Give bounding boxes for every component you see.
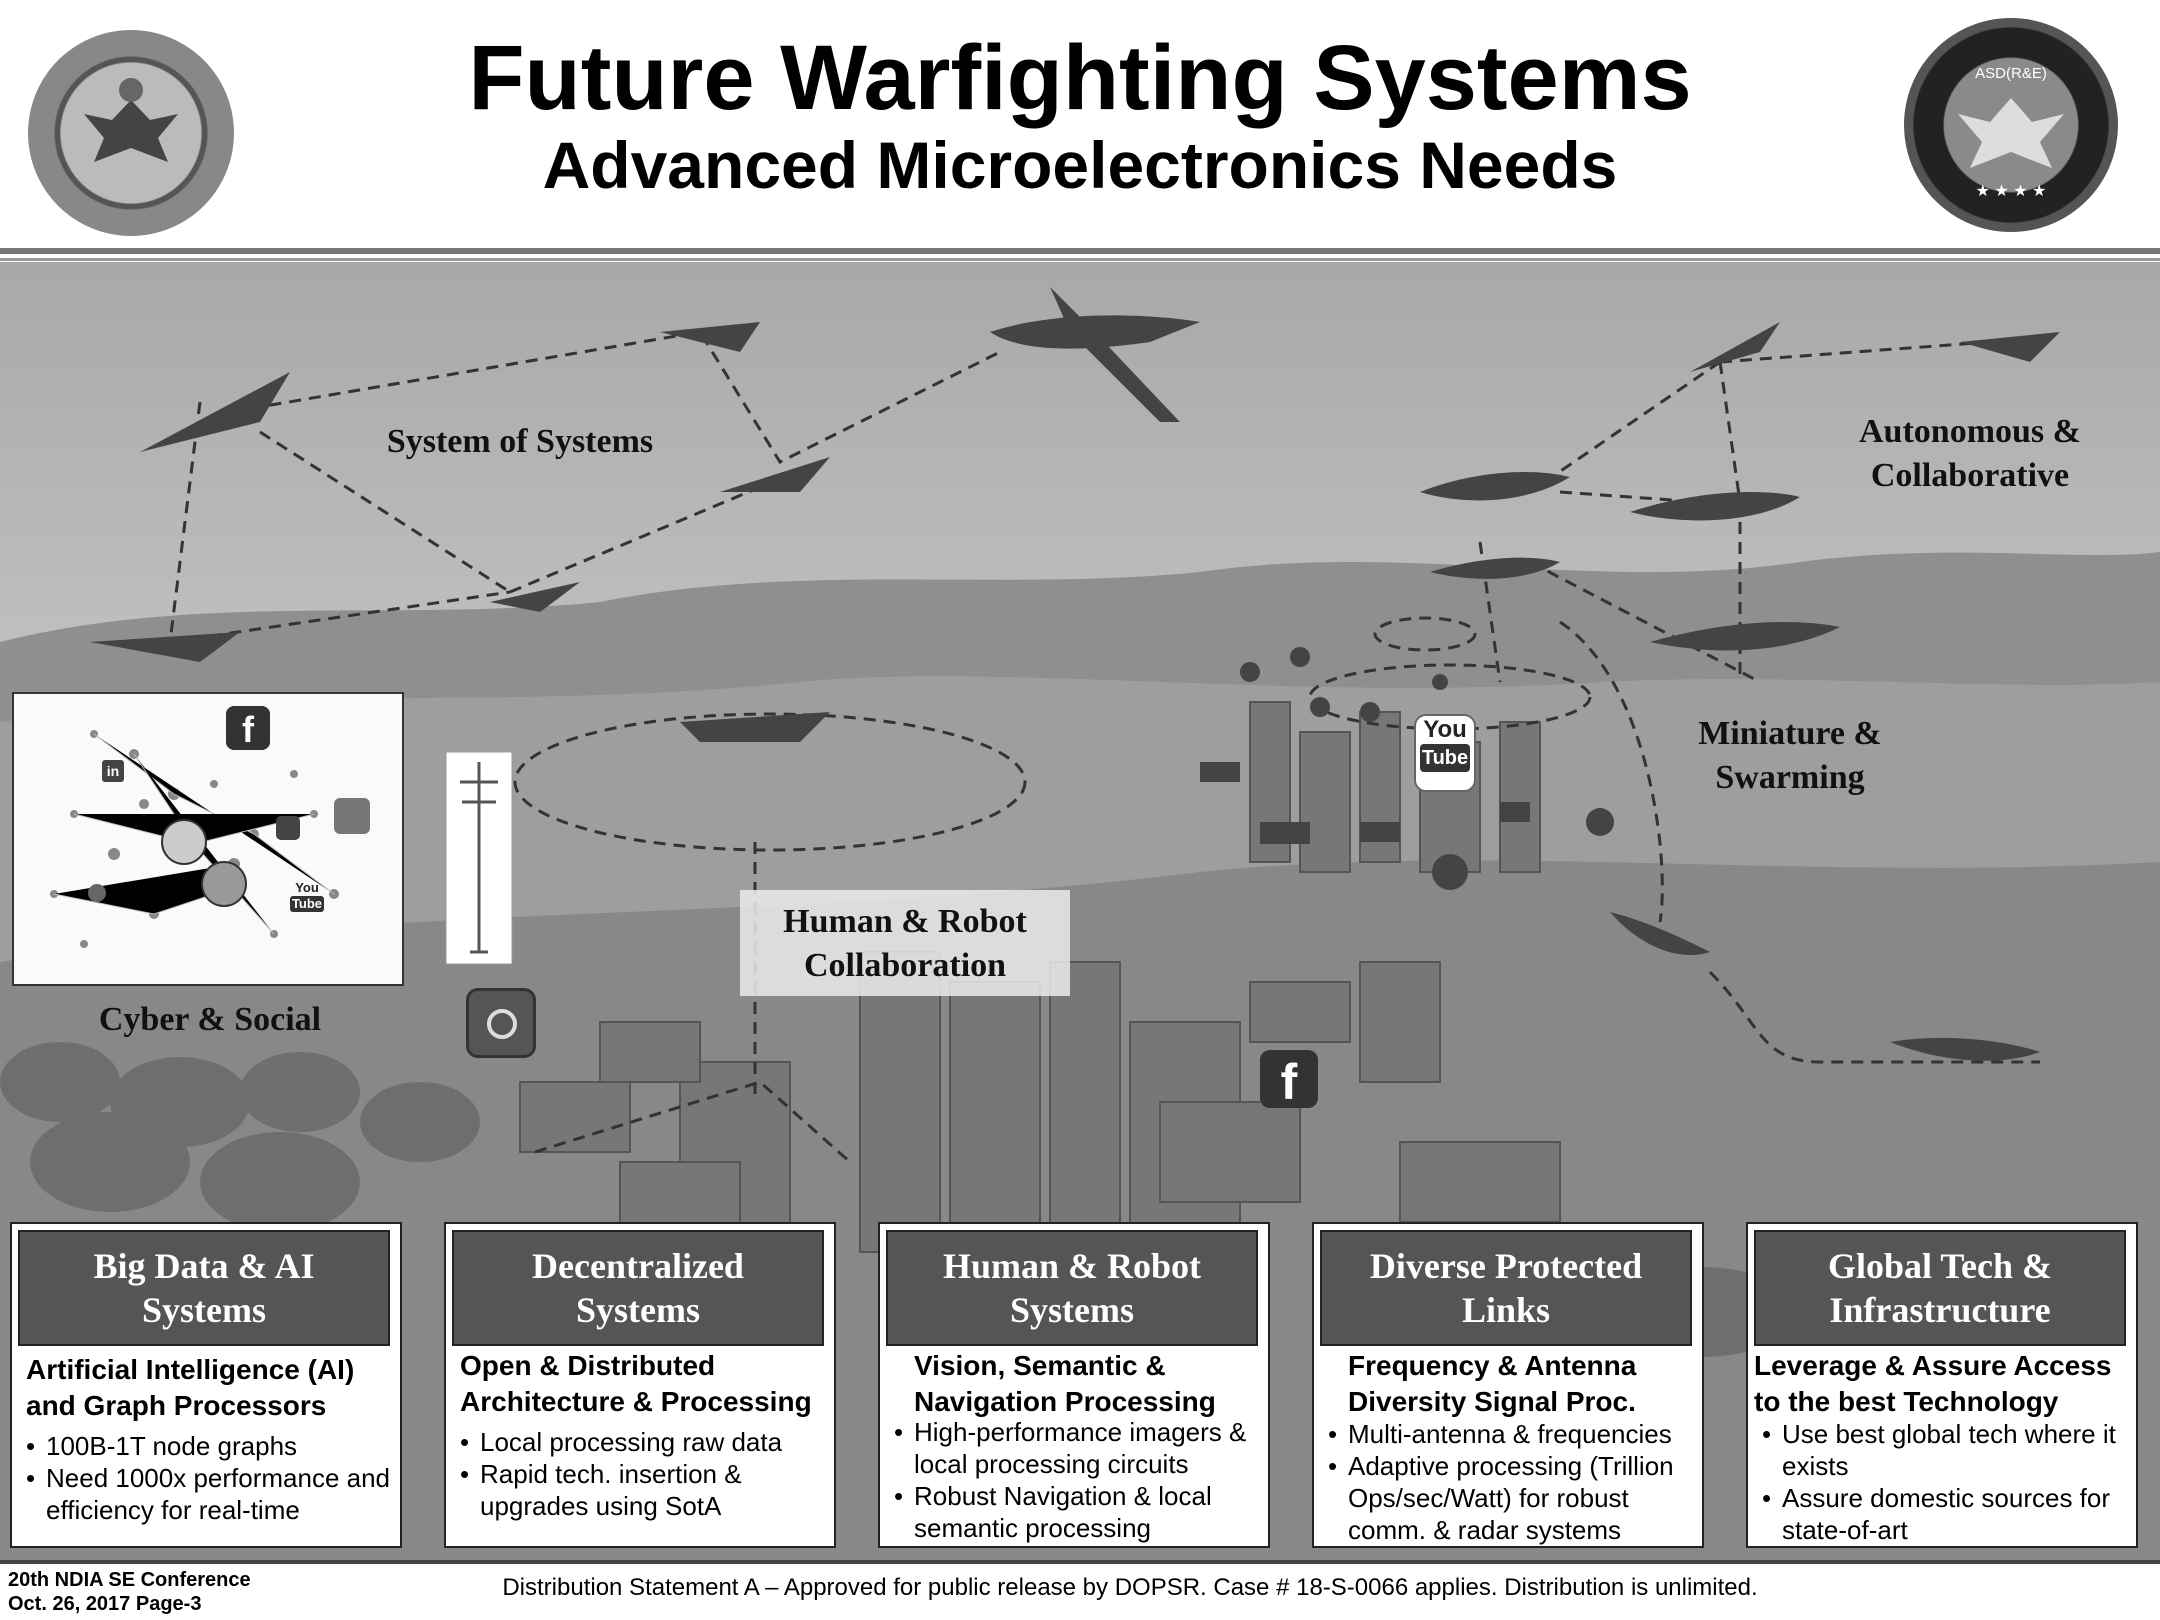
label-autonomous-line1: Autonomous &: [1859, 413, 2081, 450]
bullet: Adaptive processing (Trillion Ops/sec/Wa…: [1324, 1450, 1698, 1546]
box-header-line2: Systems: [142, 1290, 266, 1330]
bullet: Multi-antenna & frequencies: [1324, 1418, 1698, 1450]
social-network-graph: f in You Tube: [12, 692, 404, 986]
box-bullets: Multi-antenna & frequencies Adaptive pro…: [1324, 1418, 1698, 1546]
youtube-you: You: [1423, 716, 1467, 743]
footer-conference-name: 20th NDIA SE Conference: [8, 1569, 251, 1591]
footer-date-page: Oct. 26, 2017 Page-3: [8, 1593, 202, 1615]
instagram-icon: [466, 988, 536, 1058]
label-miniature-line1: Miniature &: [1698, 715, 1882, 752]
box-header-line2: Systems: [1010, 1290, 1134, 1330]
svg-text:★ ★ ★ ★: ★ ★ ★ ★: [1976, 183, 2047, 200]
dod-seal: [28, 30, 234, 236]
box-header-line1: Big Data & AI: [93, 1246, 315, 1286]
bullet: 100B-1T node graphs: [22, 1430, 396, 1462]
box-heading: Vision, Semantic &Navigation Processing: [914, 1350, 1216, 1417]
asd-re-seal-text: ASD(R&E): [1975, 65, 2047, 82]
box-header-line2: Systems: [576, 1290, 700, 1330]
box-header-line1: Diverse Protected: [1369, 1246, 1643, 1286]
bullet: Robust Navigation & local semantic proce…: [890, 1480, 1264, 1544]
facebook-icon: f: [1260, 1050, 1318, 1110]
label-human-robot-line2: Collaboration: [803, 947, 1007, 984]
youtube-tube: Tube: [1420, 744, 1470, 772]
label-autonomous: Autonomous & Collaborative: [1800, 410, 2140, 498]
youtube-icon: You Tube: [1414, 714, 1476, 792]
label-miniature-line2: Swarming: [1715, 759, 1865, 796]
footer-conference: 20th NDIA SE Conference Oct. 26, 2017 Pa…: [8, 1568, 251, 1616]
facebook-icon: f: [226, 706, 270, 750]
box-bullets: Use best global tech where it exists Ass…: [1758, 1418, 2132, 1546]
bullet: Use best global tech where it exists: [1758, 1418, 2132, 1482]
bullet: Local processing raw data: [456, 1426, 830, 1458]
header-divider-thin: [0, 258, 2160, 261]
bullet: Assure domestic sources for state-of-art: [1758, 1482, 2132, 1546]
header-divider: [0, 248, 2160, 254]
box-bullets: Local processing raw data Rapid tech. in…: [456, 1426, 830, 1522]
linkedin-icon: in: [102, 760, 124, 782]
box-header-line2: Infrastructure: [1829, 1290, 2051, 1330]
youtube-you: You: [295, 880, 319, 895]
label-miniature: Miniature & Swarming: [1640, 712, 1940, 800]
label-human-robot-line1: Human & Robot: [783, 903, 1027, 940]
bullet: Rapid tech. insertion & upgrades using S…: [456, 1458, 830, 1522]
box-heading: Artificial Intelligence (AI)and Graph Pr…: [26, 1354, 355, 1421]
rss-icon: [88, 884, 106, 902]
asd-re-seal: ASD(R&E) ★ ★ ★ ★: [1904, 18, 2118, 232]
avatar: [201, 861, 247, 907]
label-system-of-systems: System of Systems: [386, 423, 654, 460]
label-human-robot-bg: [740, 890, 1070, 996]
box-header-line1: Global Tech &: [1827, 1246, 2053, 1286]
box-header-line1: Human & Robot: [942, 1246, 1202, 1286]
footer-distribution-statement: Distribution Statement A – Approved for …: [502, 1574, 1758, 1601]
youtube-icon: You Tube: [290, 880, 324, 920]
page-subtitle: Advanced Microelectronics Needs: [542, 128, 1618, 202]
scene-illustration: [0, 262, 2160, 1562]
box-header-line1: Decentralized: [532, 1246, 744, 1286]
box-header-line2: Links: [1461, 1290, 1551, 1330]
capability-box-global-tech: Global Tech &Infrastructure Leverage & A…: [1746, 1222, 2138, 1548]
footer-divider: [0, 1560, 2160, 1564]
bullet: High-performance imagers & local process…: [890, 1416, 1264, 1480]
youtube-tube: Tube: [290, 896, 324, 912]
box-header: Global Tech &Infrastructure: [1754, 1230, 2126, 1346]
box-bullets: 100B-1T node graphs Need 1000x performan…: [22, 1430, 396, 1526]
twitter-icon: [334, 798, 370, 834]
label-autonomous-line2: Collaborative: [1870, 457, 2070, 494]
label-human-robot: Human & Robot Collaboration: [740, 900, 1070, 988]
instagram-icon: [276, 816, 300, 840]
label-cyber-social: Cyber & Social: [98, 1001, 322, 1038]
page-title: Future Warfighting Systems: [468, 27, 1692, 129]
bullet: Need 1000x performance and efficiency fo…: [22, 1462, 396, 1526]
box-bullets: High-performance imagers & local process…: [890, 1416, 1264, 1544]
avatar: [161, 819, 207, 865]
